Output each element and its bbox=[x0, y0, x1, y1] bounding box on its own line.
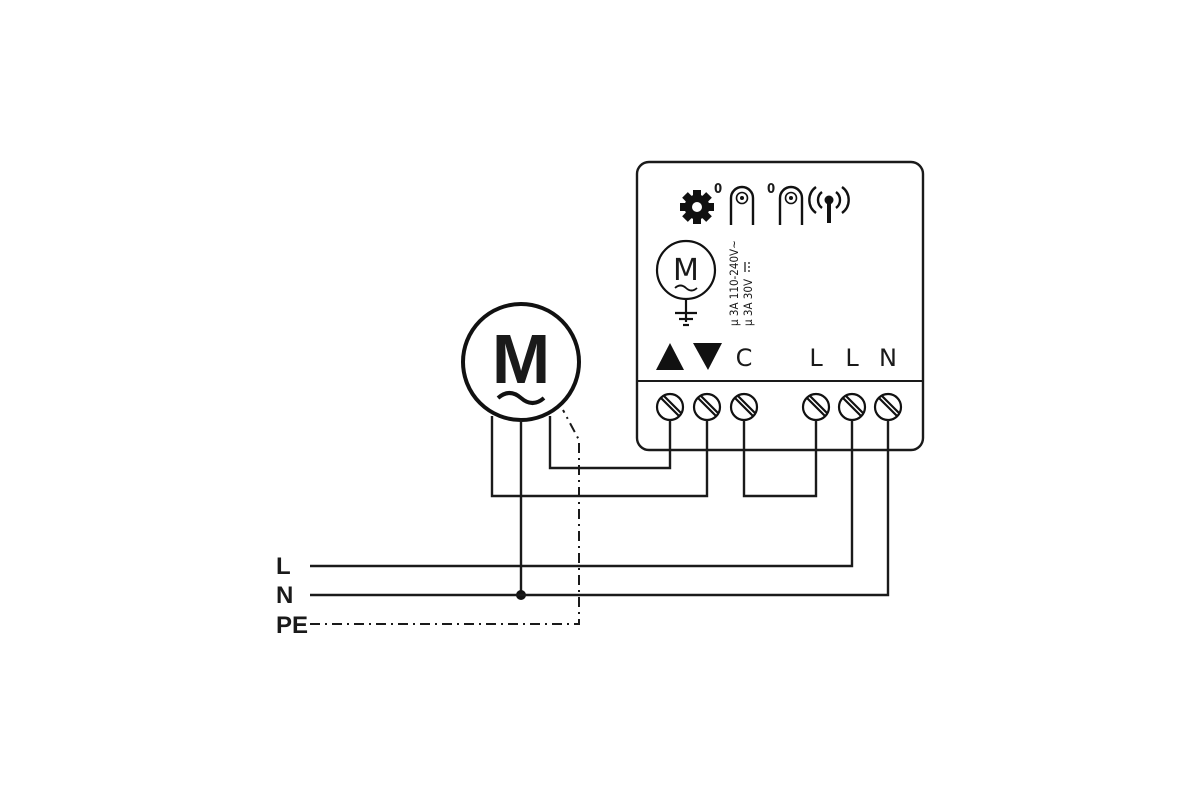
terminal-l2[interactable] bbox=[837, 392, 867, 422]
wire-supply-l bbox=[310, 420, 854, 568]
wire-motor-down bbox=[490, 416, 709, 498]
line-label-n: N bbox=[276, 582, 293, 609]
terminal-l1[interactable] bbox=[801, 392, 831, 422]
button-o1-icon[interactable] bbox=[729, 185, 755, 225]
terminal-n[interactable] bbox=[873, 392, 903, 422]
ground-icon bbox=[675, 299, 697, 327]
motor-symbol: M bbox=[461, 302, 581, 422]
wire-c-to-l bbox=[742, 420, 818, 498]
motor-icon: M bbox=[655, 239, 717, 301]
terminal-c[interactable] bbox=[729, 392, 759, 422]
up-arrow-icon bbox=[656, 343, 684, 370]
dc-symbol bbox=[744, 262, 750, 272]
wire-supply-n bbox=[310, 420, 890, 597]
rating-dc: μ 3A 30V bbox=[741, 279, 755, 326]
terminal-label-l2: L bbox=[845, 344, 859, 372]
wire-motor-up bbox=[548, 416, 672, 470]
line-label-pe: PE bbox=[276, 612, 308, 639]
gear-icon bbox=[680, 190, 714, 224]
terminal-down[interactable] bbox=[692, 392, 722, 422]
wiring bbox=[310, 409, 890, 625]
terminal-label-n: N bbox=[879, 344, 897, 372]
svg-text:M: M bbox=[673, 253, 699, 288]
relay-device: 0 0 M bbox=[635, 160, 925, 452]
line-label-l: L bbox=[276, 553, 291, 580]
button-mark-1: 0 bbox=[714, 182, 722, 197]
button-o2-icon[interactable] bbox=[778, 185, 804, 225]
down-arrow-icon bbox=[693, 343, 722, 370]
terminal-up[interactable] bbox=[655, 392, 685, 422]
device-body bbox=[635, 160, 925, 452]
rating-ac: μ 3A 110-240V~ bbox=[727, 240, 741, 326]
terminal-label-l1: L bbox=[809, 344, 823, 372]
wireless-antenna-icon bbox=[808, 186, 850, 223]
svg-text:M: M bbox=[492, 320, 550, 398]
wire-supply-pe bbox=[310, 409, 580, 625]
button-mark-2: 0 bbox=[767, 182, 775, 197]
terminal-label-c: C bbox=[736, 344, 753, 372]
